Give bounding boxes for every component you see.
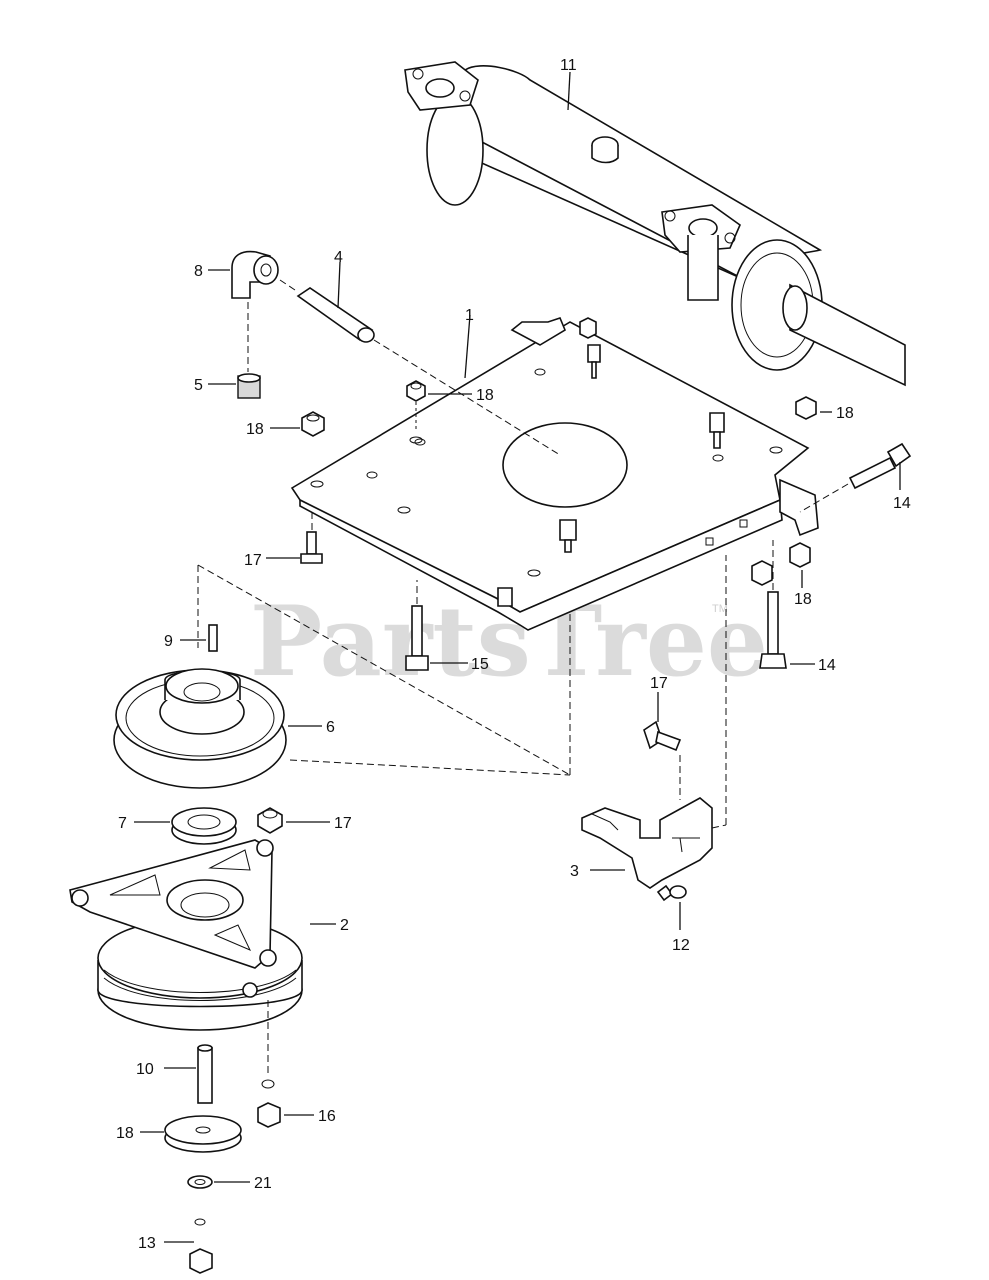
part-11-muffler (404, 61, 906, 387)
part-9-key (208, 624, 218, 652)
callout-20: 18 (116, 1125, 134, 1142)
watermark-trademark: TM (712, 603, 728, 615)
part-13-bolt (189, 1218, 213, 1274)
callout-7: 7 (118, 815, 127, 832)
callout-18-top: 18 (476, 387, 494, 404)
part-12-screw (656, 884, 687, 902)
plate-studs (497, 317, 725, 607)
part-18-nut-b (301, 411, 325, 437)
alignment-lines (197, 555, 727, 829)
callout-14-bottom: 14 (818, 657, 836, 674)
part-17-bolt-left (300, 510, 323, 564)
part-18-nut-a (406, 380, 426, 402)
callout-19: 17 (334, 815, 352, 832)
callout-8: 8 (194, 263, 203, 280)
callout-18-left: 18 (246, 421, 264, 438)
callout-4: 4 (334, 249, 343, 266)
part-5-plug (237, 373, 261, 399)
part-10-spacer (197, 1044, 213, 1104)
callout-6: 6 (326, 719, 335, 736)
part-3-bracket (581, 797, 713, 889)
callout-16: 16 (318, 1108, 336, 1125)
callout-11: 11 (560, 57, 577, 74)
callout-5: 5 (194, 377, 203, 394)
part-7-spacer (171, 807, 237, 845)
callout-21: 21 (254, 1175, 272, 1192)
callout-9: 9 (164, 633, 173, 650)
callout-17-right: 17 (650, 675, 668, 692)
part-1-mounting-plate (290, 317, 819, 631)
callout-18-right: 18 (836, 405, 854, 422)
part-18-nut-d (751, 542, 811, 586)
part-14-bolt-horizontal (799, 442, 912, 513)
part-20-washer (164, 1115, 242, 1153)
callout-12: 12 (672, 937, 690, 954)
part-14-bolt-vertical (759, 540, 787, 669)
part-18-nut-c (795, 396, 817, 420)
part-21-lock-washer (187, 1175, 213, 1189)
callout-14-top: 14 (893, 495, 911, 512)
callout-2: 2 (340, 917, 349, 934)
callout-18-lower: 18 (794, 591, 812, 608)
part-6-pulley (113, 668, 287, 789)
callout-1: 1 (465, 307, 474, 324)
callout-15: 15 (471, 656, 489, 673)
part-16-nut (257, 1079, 281, 1128)
callout-10: 10 (136, 1061, 154, 1078)
part-15-bolt (405, 580, 429, 671)
part-19-bushing (257, 807, 283, 834)
part-17-bolt-right (643, 720, 682, 752)
part-4-pipe (296, 287, 375, 343)
callout-3: 3 (570, 863, 579, 880)
callout-13: 13 (138, 1235, 156, 1252)
callout-17-left: 17 (244, 552, 262, 569)
part-2-clutch (69, 839, 303, 1031)
part-8-elbow-fitting (231, 250, 279, 299)
